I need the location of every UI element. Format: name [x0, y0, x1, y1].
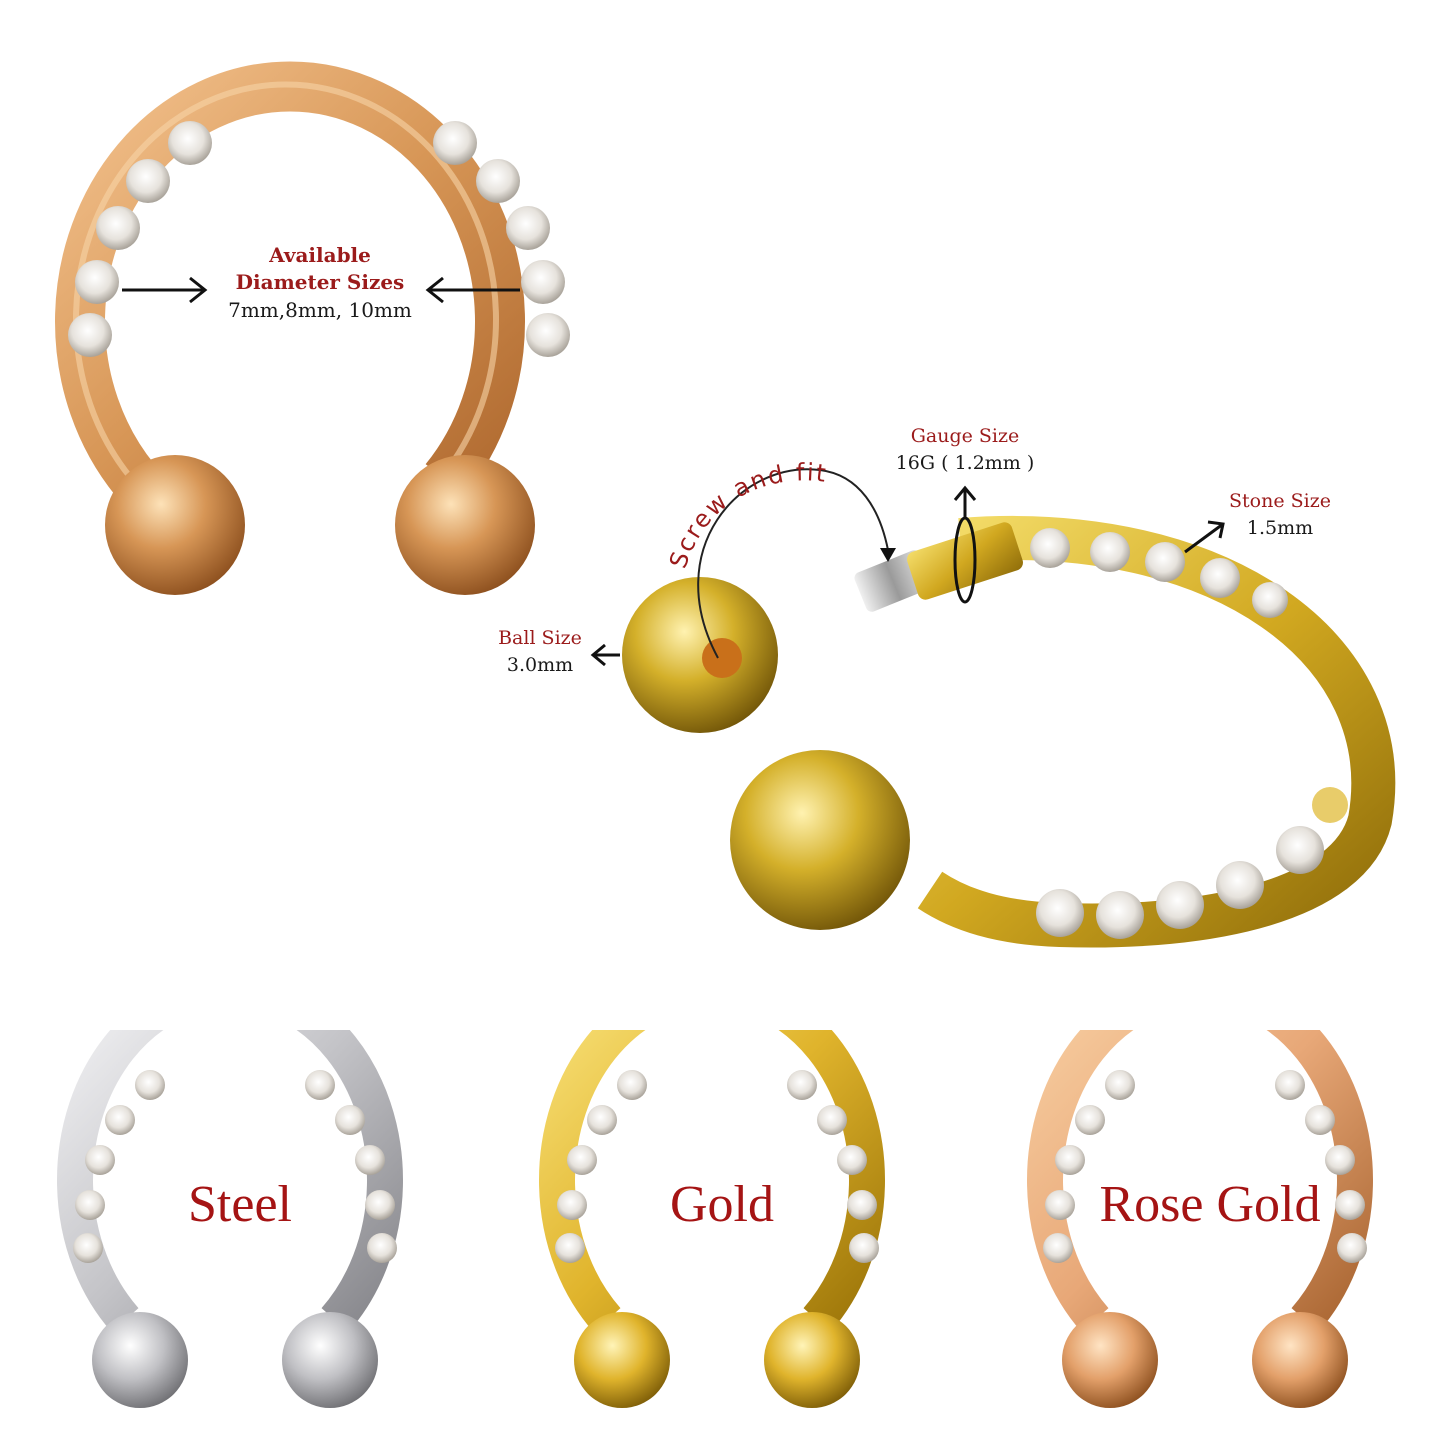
- gauge-arrow: [953, 485, 977, 518]
- ball-arrow: [590, 643, 620, 667]
- end-ball-left: [105, 455, 245, 595]
- variant-steel: Steel: [20, 1030, 460, 1445]
- exploded-stone-row-bottom: [1036, 787, 1348, 939]
- main-horseshoe-product: Available Diameter Sizes 7mm,8mm, 10mm: [0, 0, 720, 620]
- screw-and-fit-caption: Screw and fit: [664, 458, 829, 571]
- rose-gold-horseshoe-illustration-small: [1027, 1030, 1373, 1408]
- stone-size-title: Stone Size: [1229, 490, 1331, 512]
- stone-size-value: 1.5mm: [1246, 517, 1314, 539]
- diameter-values: 7mm,8mm, 10mm: [228, 298, 412, 322]
- steel-horseshoe-illustration: [57, 1030, 403, 1408]
- variant-gold: Gold: [502, 1030, 942, 1445]
- exploded-view: Screw and fit Gauge Size 16G ( 1.2mm ) S…: [460, 400, 1445, 1000]
- fixed-end-ball: [730, 750, 910, 930]
- ball-size-title: Ball Size: [498, 627, 582, 649]
- stone-row-right: [433, 121, 570, 357]
- diameter-title-line1: Available: [269, 243, 371, 267]
- end-ball-right: [395, 455, 535, 595]
- variant-row: Steel Gold: [0, 1030, 1445, 1445]
- gauge-size-value: 16G ( 1.2mm ): [895, 452, 1035, 474]
- gold-exploded-illustration: [590, 468, 1396, 948]
- rose-gold-horseshoe-illustration: [55, 61, 570, 595]
- diameter-arrows: [122, 276, 520, 304]
- screw-caption-svg: Screw and fit: [664, 458, 829, 571]
- stone-arrow: [1184, 520, 1225, 554]
- stone-row-left: [68, 121, 212, 357]
- variant-rose-gold: Rose Gold: [990, 1030, 1430, 1445]
- ball-size-value: 3.0mm: [506, 654, 574, 676]
- variant-label-steel: Steel: [188, 1176, 292, 1233]
- variant-label-rose-gold: Rose Gold: [1099, 1176, 1321, 1233]
- gauge-size-title: Gauge Size: [910, 425, 1020, 447]
- diameter-title-line2: Diameter Sizes: [235, 270, 405, 294]
- detached-ball: [622, 577, 778, 733]
- variant-label-gold: Gold: [670, 1176, 774, 1233]
- screw-arc-arrow: [697, 468, 889, 659]
- gold-horseshoe-illustration: [539, 1030, 885, 1408]
- exploded-stone-row-top: [1030, 528, 1288, 618]
